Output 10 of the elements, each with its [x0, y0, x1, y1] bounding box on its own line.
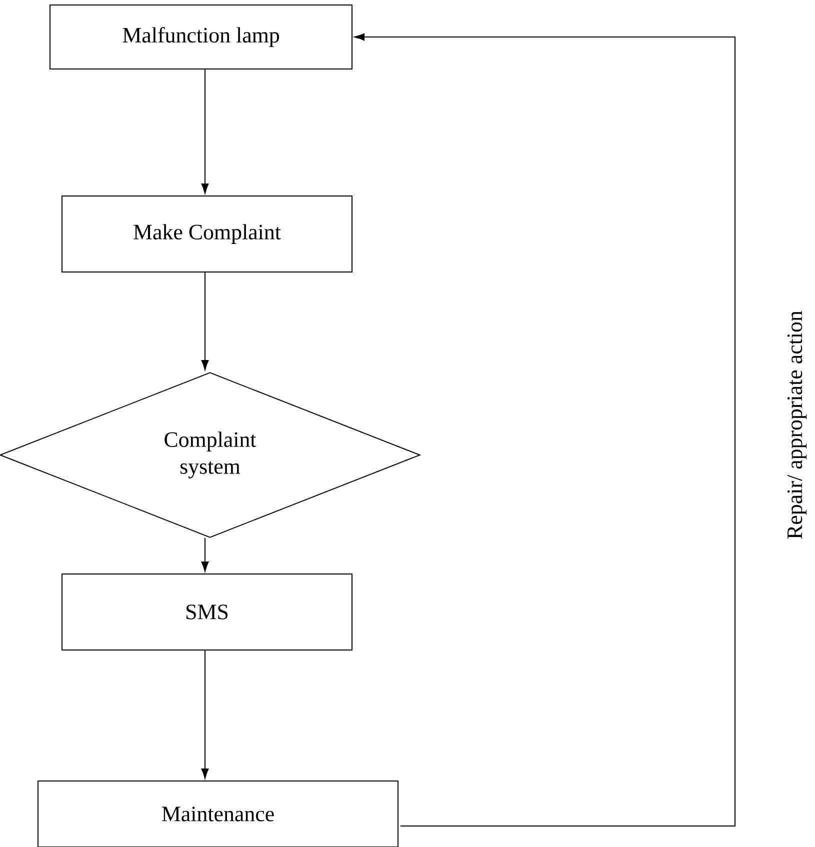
- arrow: [201, 538, 209, 572]
- arrow: [201, 69, 209, 194]
- process-box: Maintenance: [38, 780, 398, 847]
- edge-label: Repair/ appropriate action: [786, 310, 808, 540]
- process-box: SMS: [62, 574, 352, 650]
- arrow: [354, 33, 736, 826]
- process-box: Malfunction lamp: [50, 4, 352, 70]
- process-box: Make Complaint: [62, 196, 352, 272]
- arrow: [201, 650, 209, 779]
- arrow: [201, 272, 209, 370]
